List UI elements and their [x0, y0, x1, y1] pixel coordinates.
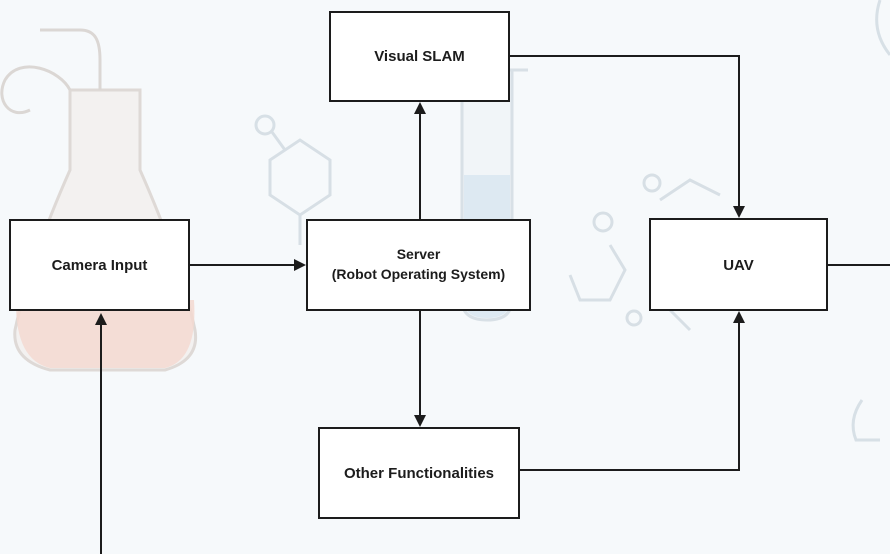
- server-label-line1: Server: [397, 246, 441, 262]
- flask-icon: [0, 28, 198, 372]
- other-functionalities-box: [318, 427, 520, 519]
- molecule-icon: [254, 114, 332, 245]
- edge-other-functionalities-to-uav: [519, 311, 745, 471]
- other-functionalities-label: Other Functionalities: [344, 465, 494, 482]
- camera-input-box: [9, 219, 190, 311]
- node-server: Server (Robot Operating System): [306, 219, 531, 311]
- node-other-functionalities: Other Functionalities: [318, 427, 520, 519]
- edge-visual-slam-to-uav: [509, 55, 745, 218]
- node-visual-slam: Visual SLAM: [329, 11, 510, 102]
- server-box: [306, 219, 531, 311]
- node-camera-input: Camera Input: [9, 219, 190, 311]
- uav-label: UAV: [723, 257, 754, 274]
- visual-slam-box: [329, 11, 510, 102]
- molecule-icon-2: [568, 173, 721, 332]
- camera-input-label: Camera Input: [52, 257, 148, 274]
- visual-slam-label: Visual SLAM: [374, 48, 465, 65]
- diagram-edges: [95, 55, 890, 554]
- node-uav: UAV: [649, 218, 828, 311]
- server-label-line2: (Robot Operating System): [332, 266, 505, 282]
- uav-box: [649, 218, 828, 311]
